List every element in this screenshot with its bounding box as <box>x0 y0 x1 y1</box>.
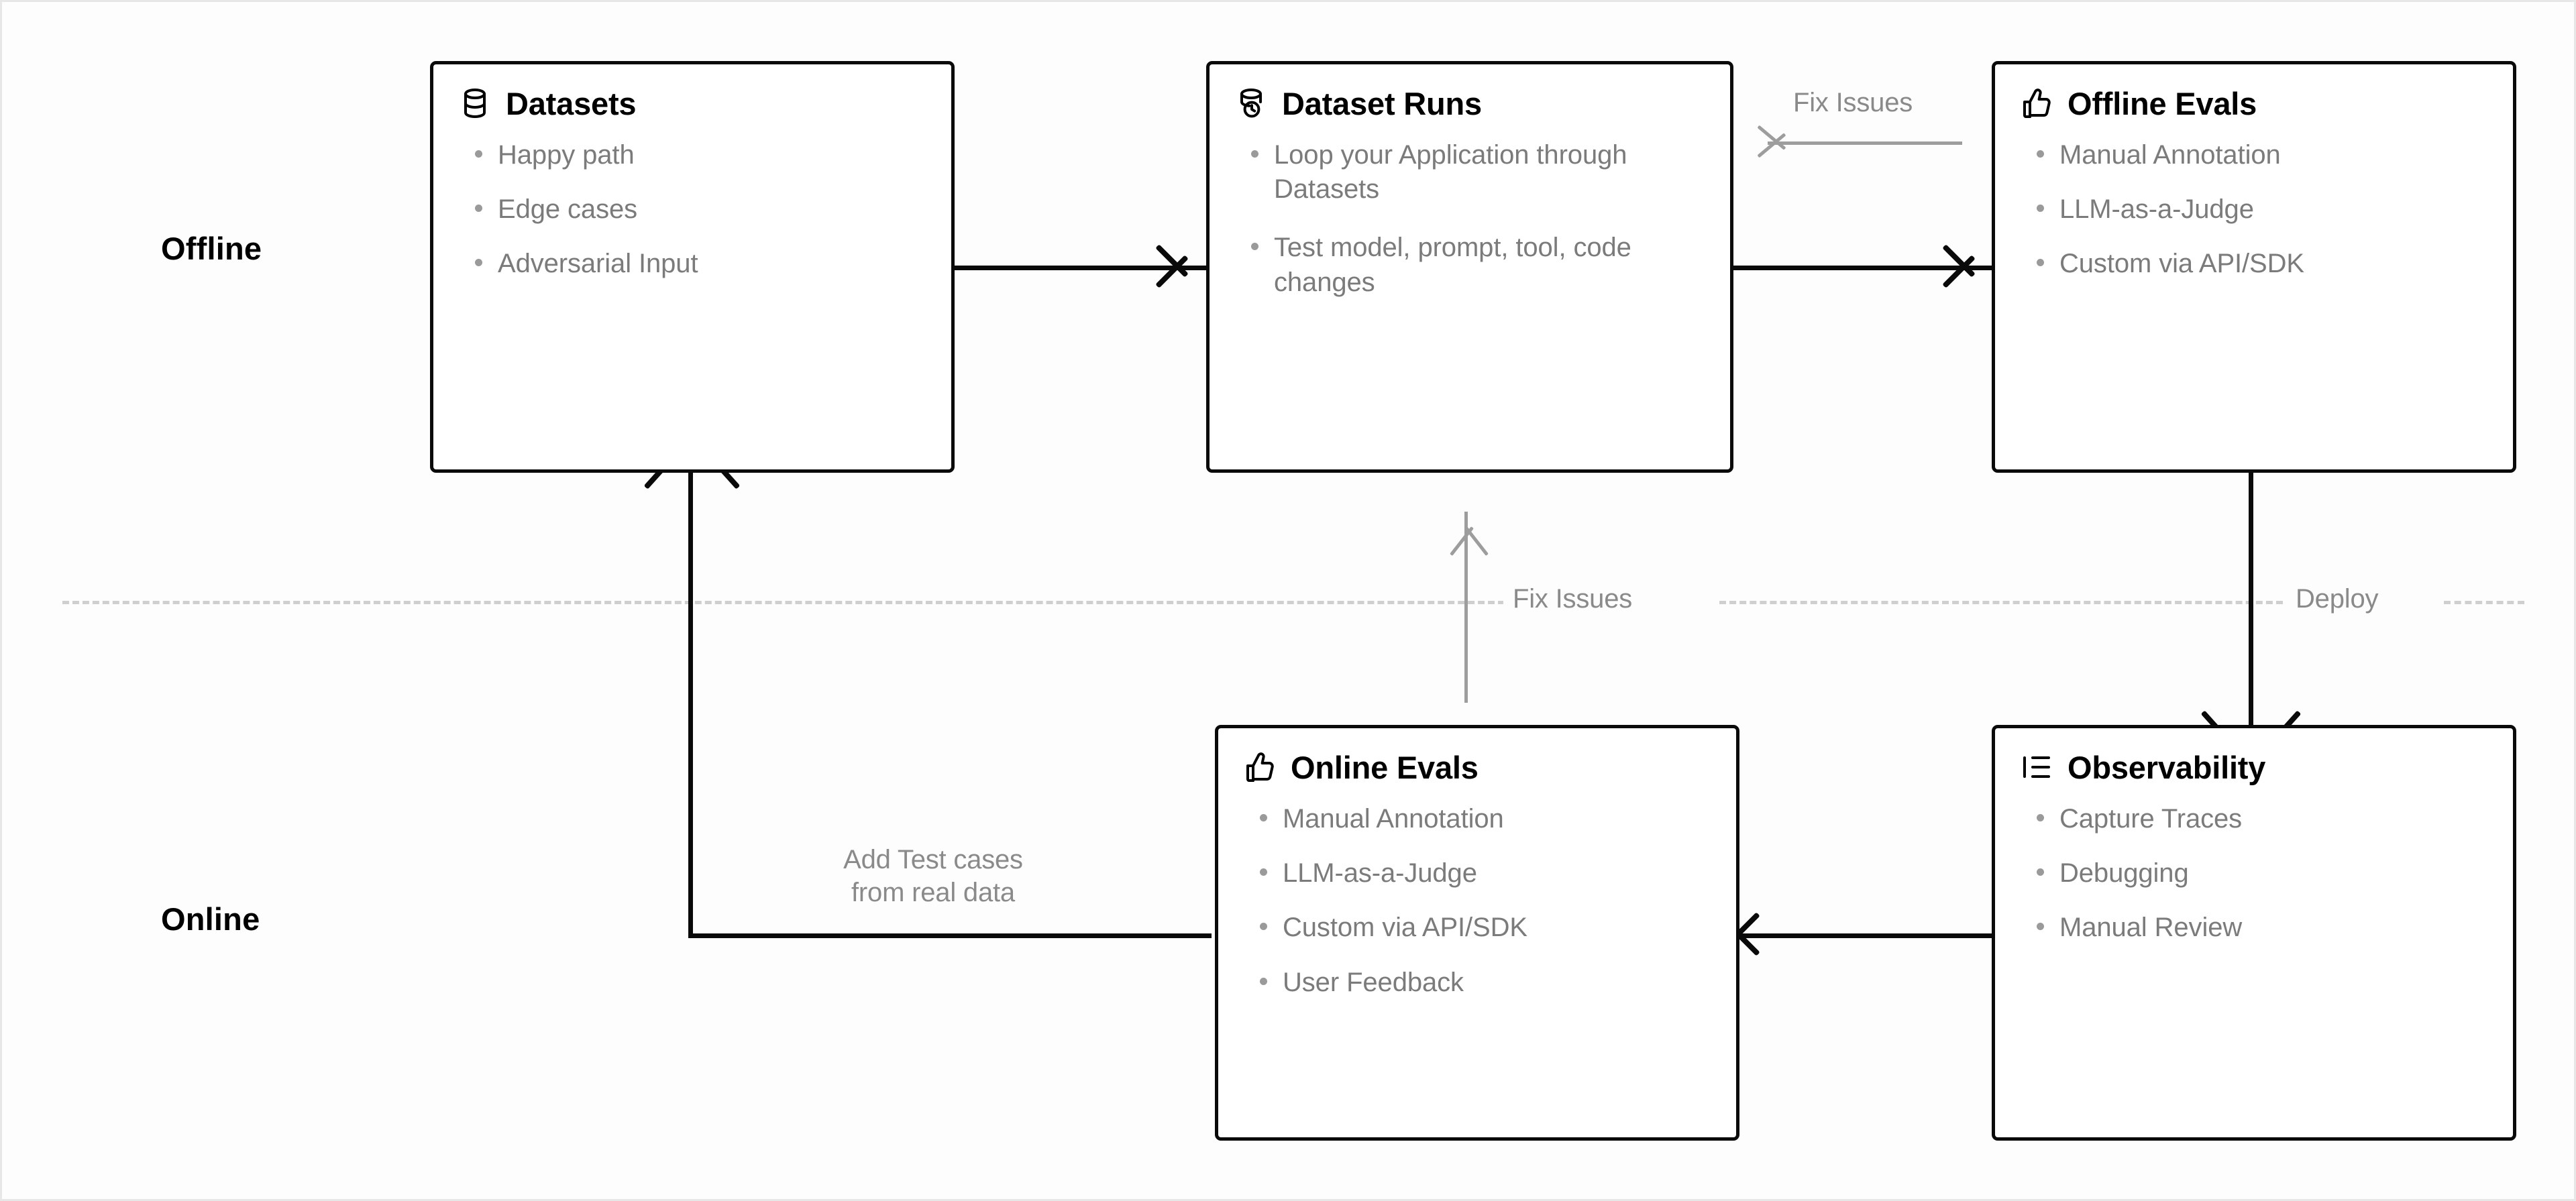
node-datasets-title: Datasets <box>506 85 637 121</box>
node-offline-evals-title: Offline Evals <box>2068 85 2257 121</box>
node-online-evals-bullets: Manual Annotation LLM-as-a-Judge Custom … <box>1218 783 1736 1000</box>
node-observability[interactable]: Observability Capture Traces Debugging M… <box>1992 725 2516 1141</box>
database-refresh-icon <box>1235 87 1267 119</box>
edge-label-add-test-cases: Add Test cases from real data <box>803 844 1063 909</box>
divider-line-right <box>2444 601 2524 604</box>
list-item: LLM-as-a-Judge <box>2037 192 2485 227</box>
list-item: Manual Annotation <box>2037 138 2485 172</box>
lane-label-online: Online <box>161 901 260 937</box>
node-dataset-runs-title: Dataset Runs <box>1282 85 1482 121</box>
list-item: Custom via API/SDK <box>2037 247 2485 281</box>
divider-line-left <box>62 601 1505 604</box>
list-item: Edge cases <box>475 192 923 227</box>
divider-line-mid <box>1719 601 2283 604</box>
list-item: User Feedback <box>1260 966 1708 1000</box>
list-item: Debugging <box>2037 856 2485 891</box>
node-dataset-runs[interactable]: Dataset Runs Loop your Application throu… <box>1206 61 1733 473</box>
node-dataset-runs-bullets: Loop your Application through Datasets T… <box>1210 119 1730 300</box>
node-datasets-header: Datasets <box>433 64 951 119</box>
divider-label-deploy: Deploy <box>2286 584 2388 614</box>
list-item: Manual Annotation <box>1260 802 1708 836</box>
node-online-evals-header: Online Evals <box>1218 728 1736 783</box>
edge-label-fix-issues-top: Fix Issues <box>1784 88 1923 118</box>
node-observability-header: Observability <box>1995 728 2513 783</box>
list-item: Custom via API/SDK <box>1260 911 1708 945</box>
thumbs-up-icon <box>1244 751 1276 783</box>
node-offline-evals-bullets: Manual Annotation LLM-as-a-Judge Custom … <box>1995 119 2513 282</box>
list-item: Test model, prompt, tool, code changes <box>1251 231 1702 299</box>
node-offline-evals[interactable]: Offline Evals Manual Annotation LLM-as-a… <box>1992 61 2516 473</box>
list-item: Adversarial Input <box>475 247 923 281</box>
list-item: Happy path <box>475 138 923 172</box>
divider-label-fix-issues: Fix Issues <box>1503 584 1642 614</box>
list-item: LLM-as-a-Judge <box>1260 856 1708 891</box>
node-observability-title: Observability <box>2068 749 2266 785</box>
node-online-evals-title: Online Evals <box>1291 749 1479 785</box>
list-tree-icon <box>2021 751 2053 783</box>
thumbs-up-icon <box>2021 87 2053 119</box>
node-observability-bullets: Capture Traces Debugging Manual Review <box>1995 783 2513 946</box>
list-item: Capture Traces <box>2037 802 2485 836</box>
list-item: Manual Review <box>2037 911 2485 945</box>
node-datasets-bullets: Happy path Edge cases Adversarial Input <box>433 119 951 282</box>
node-online-evals[interactable]: Online Evals Manual Annotation LLM-as-a-… <box>1215 725 1739 1141</box>
node-offline-evals-header: Offline Evals <box>1995 64 2513 119</box>
lane-label-offline: Offline <box>161 231 262 266</box>
node-datasets[interactable]: Datasets Happy path Edge cases Adversari… <box>430 61 955 473</box>
list-item: Loop your Application through Datasets <box>1251 138 1702 207</box>
database-icon <box>459 87 491 119</box>
node-dataset-runs-header: Dataset Runs <box>1210 64 1730 119</box>
